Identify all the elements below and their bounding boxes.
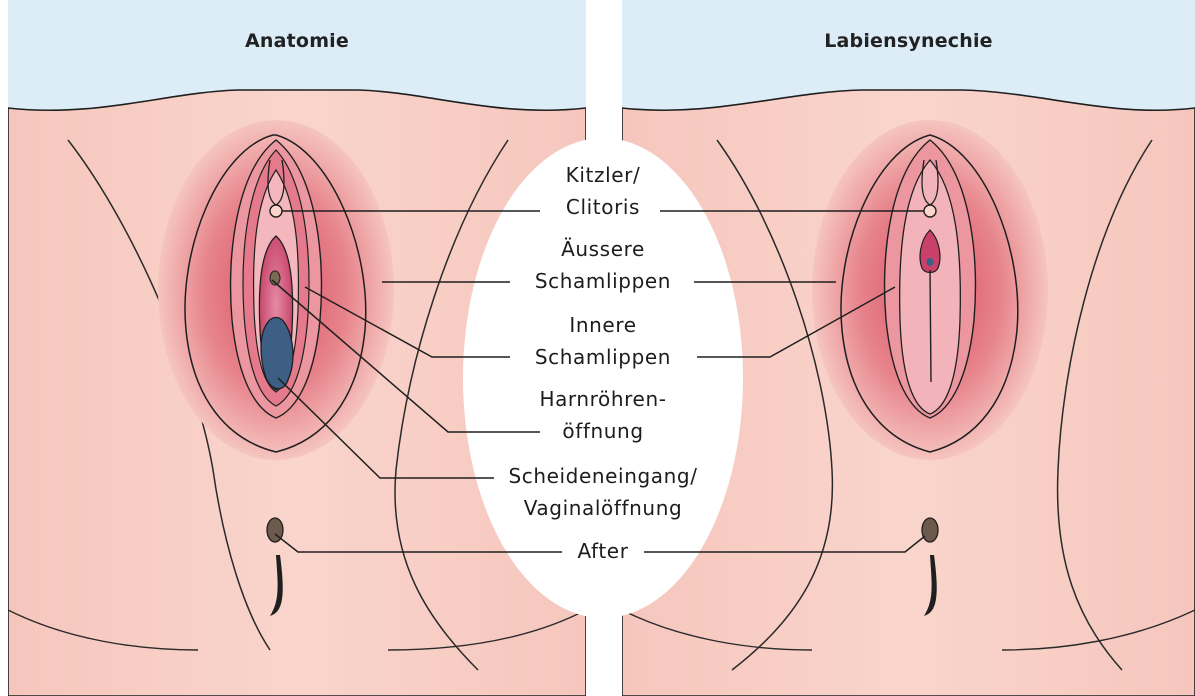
label-outer-labia: Äussere Schamlippen xyxy=(483,233,723,297)
label-outer-labia-line1: Äussere xyxy=(483,233,723,265)
label-inner-labia-line2: Schamlippen xyxy=(525,341,681,373)
label-inner-labia-line1: Innere xyxy=(483,309,723,341)
label-outer-labia-line2: Schamlippen xyxy=(525,265,681,297)
label-clitoris: Kitzler/ Clitoris xyxy=(483,159,723,223)
label-clitoris-line2: Clitoris xyxy=(556,191,650,223)
label-vagina-line1: Scheideneingang/ xyxy=(498,460,707,492)
label-vagina: Scheideneingang/ Vaginalöffnung xyxy=(483,460,723,524)
label-urethra-line2: öffnung xyxy=(552,415,653,447)
label-clitoris-line1: Kitzler/ xyxy=(483,159,723,191)
label-urethra-line1: Harnröhren- xyxy=(483,383,723,415)
label-urethra: Harnröhren- öffnung xyxy=(483,383,723,447)
label-inner-labia: Innere Schamlippen xyxy=(483,309,723,373)
label-vagina-line2: Vaginalöffnung xyxy=(483,492,723,524)
label-anus-text: After xyxy=(567,535,638,567)
label-anus: After xyxy=(483,535,723,567)
